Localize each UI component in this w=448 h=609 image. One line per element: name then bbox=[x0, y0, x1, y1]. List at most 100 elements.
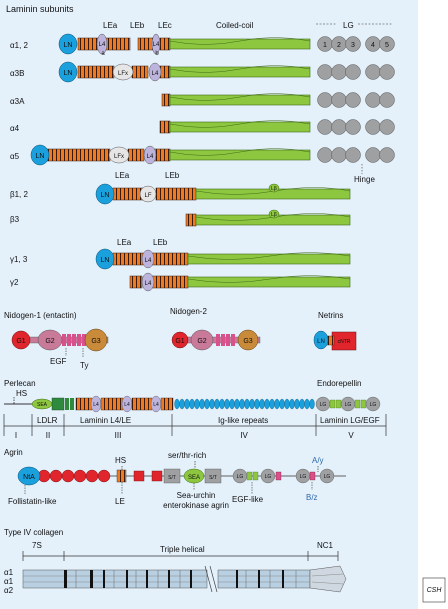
nidogen1-g3: G3 bbox=[91, 338, 100, 345]
agrin-ser-thr: ser/thr-rich bbox=[168, 451, 206, 460]
perlecan-sea: SEA bbox=[37, 402, 48, 408]
ln-domain-label: LN bbox=[36, 153, 45, 160]
netrins: LN cNTR bbox=[313, 330, 357, 351]
laminin-g-leb-label: LEb bbox=[153, 238, 168, 247]
perlecan-roman: I bbox=[15, 431, 17, 440]
nidogen2-title: Nidogen-2 bbox=[170, 307, 207, 316]
perlecan-roman: II bbox=[46, 431, 50, 440]
coiled-coil bbox=[169, 38, 311, 50]
agrin-sea-label-box: Sea-urchin enterokinase agrin bbox=[163, 491, 229, 510]
agrin-egf-like-label: EGF-like bbox=[232, 495, 264, 504]
agrin-st: S/T bbox=[168, 475, 176, 481]
l4-label: L4 bbox=[152, 71, 159, 77]
ln-domain-label: LN bbox=[64, 70, 73, 77]
perlecan-roman: III bbox=[115, 431, 122, 440]
netrin-cntr: cNTR bbox=[338, 339, 351, 345]
nidogen1: G1 G2 G3 EGF Ty bbox=[11, 328, 109, 370]
lg-domains: 1 2 3 4 5 bbox=[317, 36, 395, 52]
agrin-hs: HS bbox=[115, 456, 126, 465]
l4-label: L4 bbox=[153, 42, 160, 48]
agrin-nta: NtA bbox=[23, 474, 35, 481]
collagen-chain-label: α1 bbox=[4, 577, 14, 586]
laminin-g13-chain: LN L4 bbox=[95, 248, 351, 270]
l4-label: L4 bbox=[99, 42, 106, 48]
laminin-a4-chain bbox=[159, 119, 395, 135]
nidogen1-egf: EGF bbox=[50, 357, 67, 366]
endorepellin-label: Endorepellin bbox=[317, 379, 361, 388]
perlecan-domain-ruler bbox=[3, 414, 387, 436]
perlecan-laminin-l4le: Laminin L4/LE bbox=[80, 416, 131, 425]
nidogen2-g2: G2 bbox=[197, 338, 206, 345]
follistatin-domains bbox=[37, 469, 111, 483]
l4b-label: b bbox=[155, 51, 159, 57]
laminin-lec-label: LEc bbox=[158, 21, 172, 30]
laminin-coiled-coil-label: Coiled-coil bbox=[216, 21, 254, 30]
netrin-ln: LN bbox=[317, 339, 325, 345]
laminin-row-label: γ2 bbox=[10, 278, 19, 287]
laminin-header: Laminin subunits bbox=[6, 4, 74, 14]
agrin-sea: SEA bbox=[188, 475, 200, 481]
l4-domain bbox=[151, 33, 161, 55]
laminin-lg-label: LG bbox=[343, 21, 354, 30]
agrin-st: S/T bbox=[209, 475, 217, 481]
ln-domain-label: LN bbox=[101, 192, 110, 199]
lg-number: 5 bbox=[385, 42, 389, 49]
hinge-label: Hinge bbox=[354, 175, 375, 184]
collagen-chain-label: α2 bbox=[4, 586, 14, 595]
agrin-lg: LG bbox=[324, 474, 331, 480]
lg-number: 4 bbox=[371, 42, 375, 49]
laminin-a12-chain: LN L4 a L4 b 1 2 3 4 5 bbox=[58, 33, 395, 57]
laminin-b-lea-label: LEa bbox=[115, 171, 130, 180]
agrin-ay: A/y bbox=[312, 456, 324, 465]
agrin-sea-label: Sea-urchin enterokinase agrin bbox=[163, 491, 229, 510]
nidogen2-g3: G3 bbox=[243, 338, 252, 345]
perlecan-ldlr: LDLR bbox=[37, 416, 58, 425]
nidogen1-g1: G1 bbox=[16, 338, 25, 345]
collagen-chain-label: α1 bbox=[4, 568, 14, 577]
nc1-domain bbox=[309, 565, 347, 593]
perlecan-l4: L4 bbox=[93, 402, 99, 408]
agrin-chain: NtA S/T SEA S/T LG LG LG LG bbox=[17, 461, 346, 494]
agrin-le-label: LE bbox=[115, 497, 125, 506]
perlecan-hs: HS bbox=[16, 389, 27, 398]
lg-number: 2 bbox=[337, 42, 341, 49]
netrins-title: Netrins bbox=[318, 311, 343, 320]
nidogen1-g2: G2 bbox=[45, 338, 54, 345]
l4-label: L4 bbox=[145, 258, 152, 264]
collagen-title: Type IV collagen bbox=[4, 528, 63, 537]
nidogen2: G1 G2 G3 bbox=[171, 329, 261, 351]
perlecan-lg: LG bbox=[345, 402, 352, 408]
laminin-lea-label: LEa bbox=[103, 21, 118, 30]
agrin-lg: LG bbox=[265, 474, 272, 480]
perlecan-title: Perlecan bbox=[4, 379, 36, 388]
ln-domain-label: LN bbox=[64, 42, 73, 49]
lfx-label: LFx bbox=[114, 154, 124, 160]
perlecan-lg: LG bbox=[370, 402, 377, 408]
perlecan-lg-domains: LG LG LG bbox=[315, 396, 381, 412]
laminin-leb-label: LEb bbox=[130, 21, 145, 30]
laminin-row-label: α4 bbox=[10, 124, 20, 133]
agrin-lg: LG bbox=[237, 474, 244, 480]
laminin-a3b-chain: LN LFx L4 bbox=[58, 61, 395, 83]
collagen-nc1: NC1 bbox=[317, 541, 334, 550]
l4a-label: a bbox=[101, 51, 105, 57]
laminin-row-label: α3A bbox=[10, 97, 25, 106]
perlecan-ig-like: Ig-like repeats bbox=[218, 416, 268, 425]
perlecan-l4: L4 bbox=[124, 402, 130, 408]
laminin-g-lea-label: LEa bbox=[117, 238, 132, 247]
laminin-row-label: β1, 2 bbox=[10, 190, 28, 199]
perlecan-roman: IV bbox=[240, 431, 248, 440]
lg-number: 3 bbox=[351, 42, 355, 49]
lg-domains bbox=[317, 147, 395, 163]
lfx-label: LFx bbox=[118, 71, 128, 77]
lg-number: 1 bbox=[323, 42, 327, 49]
ig-like-repeats bbox=[174, 398, 315, 410]
collagen-helix bbox=[22, 565, 347, 593]
laminin-row-label: γ1, 3 bbox=[10, 255, 28, 264]
collagen-7s: 7S bbox=[32, 541, 42, 550]
lg-domains bbox=[317, 119, 395, 135]
lf-label: LF bbox=[144, 193, 151, 199]
agrin-follistatin-label: Follistatin-like bbox=[8, 497, 57, 506]
perlecan-laminin-lg-egf: Laminin LG/EGF bbox=[320, 416, 380, 425]
